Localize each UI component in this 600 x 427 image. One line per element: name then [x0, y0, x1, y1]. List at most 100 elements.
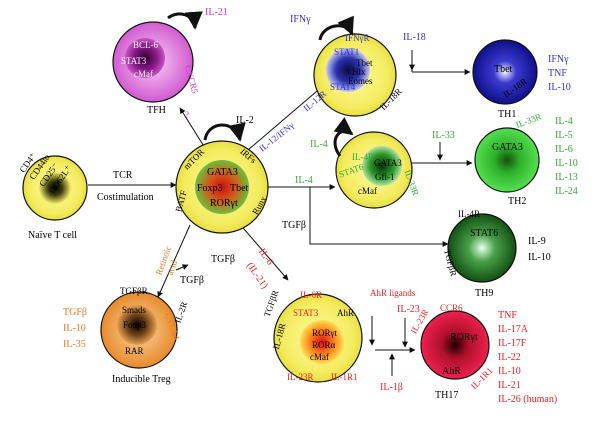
arrow-to-th9 [309, 187, 449, 247]
th1-label: TH1 [498, 109, 516, 120]
th17-core-tf-rorgt: RORγt [450, 332, 478, 343]
th2-il33: IL-33 [432, 130, 455, 141]
th1-tf-hlx: Hlx [352, 67, 366, 77]
th17-out-il22: IL-22 [498, 352, 521, 363]
tfh-il21: IL-21 [205, 7, 228, 18]
th9-cell: STAT6 IL-4R TGFβR TH9 [442, 209, 517, 299]
th2-core-tf: GATA3 [492, 142, 523, 153]
th17-precursor-cell: STAT3 AhR RORγt RORα cMaf IL-6R TGFβR IL… [262, 289, 363, 383]
th17-path-il6: IL-6 [256, 246, 275, 267]
th17-il1b: IL-1β [380, 382, 403, 393]
th17-receptor-il1r1: IL-1R1 [331, 372, 358, 382]
il2-autocrine-arrow [203, 122, 246, 142]
th2-out-il24: IL-24 [555, 186, 578, 197]
th2-inducer-il4: IL-4 [310, 139, 328, 150]
th9-out-il10: IL-10 [528, 252, 551, 263]
tfh-tf-bcl6: BCL-6 [133, 40, 159, 50]
arrow-to-tfh [179, 107, 206, 149]
th17-tf-cmaf: cMaf [310, 352, 329, 362]
treg-tf-foxp3: Foxp3 [123, 320, 147, 330]
th2-cell: GATA3 IL-33R TH2 [474, 111, 543, 207]
th9-tgfb: TGFβ [282, 220, 306, 231]
th17-ahr-ligands: AhR ligands [370, 288, 416, 298]
arrow-retinoic-acid [175, 264, 189, 271]
th1-autocrine-arrow [318, 15, 354, 41]
th9-receptor-il4r: IL-4R [458, 209, 480, 219]
th1-out-il10: IL-10 [548, 82, 571, 93]
treg-tf-smads: Smads [122, 305, 147, 315]
th17-core-tf-ahr: AhR [442, 366, 461, 377]
treg-path-tgfb: TGFβ [180, 275, 204, 286]
treg-out-tgfb: TGFβ [63, 307, 87, 318]
th17-il23: IL-23 [397, 304, 420, 315]
th2-autocrine-arrow [333, 117, 354, 157]
th1-precursor-cell: STAT1 STAT4 Tbet Hlx Eomes IFNγR IL-12R … [301, 15, 404, 117]
th2-precursor-cell: IL-4R STAT6 GATA3 Gfi-1 cMaf IL-33R [333, 117, 421, 209]
connector-arrows [88, 50, 473, 376]
costimulation-label: Costimulation [97, 192, 154, 203]
th17-final-ccr6: CCR6 [440, 303, 463, 313]
th1-il18: IL-18 [403, 32, 426, 43]
th1-out-tnf: TNF [548, 68, 567, 79]
th17-tf-rorgt: RORγt [312, 328, 337, 338]
treg-out-il35: IL-35 [63, 339, 86, 350]
tfh-autocrine-arrow [167, 11, 203, 30]
th17-tf-ahr: AhR [337, 308, 354, 318]
treg-out-il10: IL-10 [63, 323, 86, 334]
th17-tgfb: TGFβ [211, 254, 235, 265]
th2-tf-gfi1: Gfi-1 [375, 172, 395, 182]
th1-inducer-ifng: IFNγ [290, 14, 311, 25]
th9-core-tf: STAT6 [470, 228, 498, 239]
arrow-to-treg [157, 224, 191, 298]
tf-foxp3: Foxp3 [197, 183, 223, 194]
th2-out-il10: IL-10 [555, 158, 578, 169]
th2-out-il6: IL-6 [555, 144, 573, 155]
tcr-label: TCR [113, 170, 133, 181]
th1-tf-eomes: Eomes [348, 76, 373, 86]
th9-label: TH9 [475, 288, 493, 299]
th17-receptor-il6r: IL-6R [300, 290, 322, 300]
th9-out-il9: IL-9 [528, 236, 546, 247]
th2-out-il5: IL-5 [555, 130, 573, 141]
th17-tf-stat3: STAT3 [293, 308, 319, 318]
treg-label: Inducible Treg [112, 374, 171, 385]
th17-out-il17f: IL-17F [498, 338, 527, 349]
th17-out-il10: IL-10 [498, 366, 521, 377]
th2-tf-gata3: GATA3 [374, 158, 402, 168]
tf-rorgt: RORγt [210, 198, 238, 209]
th17-tf-rora: RORα [312, 340, 336, 350]
th17-cell: RORγt AhR IL-23R IL-1R1 CCR6 TH17 [409, 303, 495, 401]
th1-cell: Tbet IL-18R TH1 [472, 39, 538, 120]
th17-receptor-il23r: IL-23R [287, 372, 314, 382]
treg-receptor-il2r: IL-2R [172, 300, 189, 324]
tf-tbet: Tbet [230, 183, 249, 194]
th2-tf-cmaf: cMaf [358, 186, 377, 196]
treg-receptor-tgfbr: TGFβR [120, 286, 148, 296]
th2-receptor-il4r: IL-4R [352, 152, 374, 162]
treg-retinoic-line2: acid [165, 258, 180, 276]
th1-receptor-ifngr: IFNγR [345, 33, 369, 43]
th2-receptor-il33r-mature: IL-33R [514, 111, 542, 129]
th2-label: TH2 [508, 196, 526, 207]
th17-label: TH17 [435, 390, 458, 401]
tf-gata3: GATA3 [207, 167, 238, 178]
th17-out-il21: IL-21 [498, 380, 521, 391]
tfh-label: TFH [147, 105, 166, 116]
treg-cell: Smads Foxp3 RAR CTLA4 TGFβR IL-2R Induci… [100, 286, 189, 385]
arrow-to-th17-precursor [237, 221, 289, 281]
activated-cell: GATA3 Foxp3 Tbet RORγt mTOR IRFs BATF Ru… [173, 115, 269, 234]
naive-label: Naïve T cell [28, 230, 77, 241]
th1-out-ifng: IFNγ [548, 54, 569, 65]
tfh-tf-cmaf: cMaf [134, 69, 153, 79]
th2-out-il4: IL-4 [555, 116, 573, 127]
th1-tf-stat4: STAT4 [330, 82, 356, 92]
th17-out-il26: IL-26 (human) [498, 394, 557, 405]
th1-tf-stat1: STAT1 [334, 47, 359, 57]
th1-core-tf: Tbet [494, 64, 513, 75]
treg-tf-rar: RAR [125, 346, 144, 356]
th17-out-tnf: TNF [498, 310, 517, 321]
tfh-unknown: ? [185, 110, 189, 120]
tfh-cell: BCL-6 STAT3 cMaf CXCR5 IL-21 TFH ? [112, 7, 228, 120]
